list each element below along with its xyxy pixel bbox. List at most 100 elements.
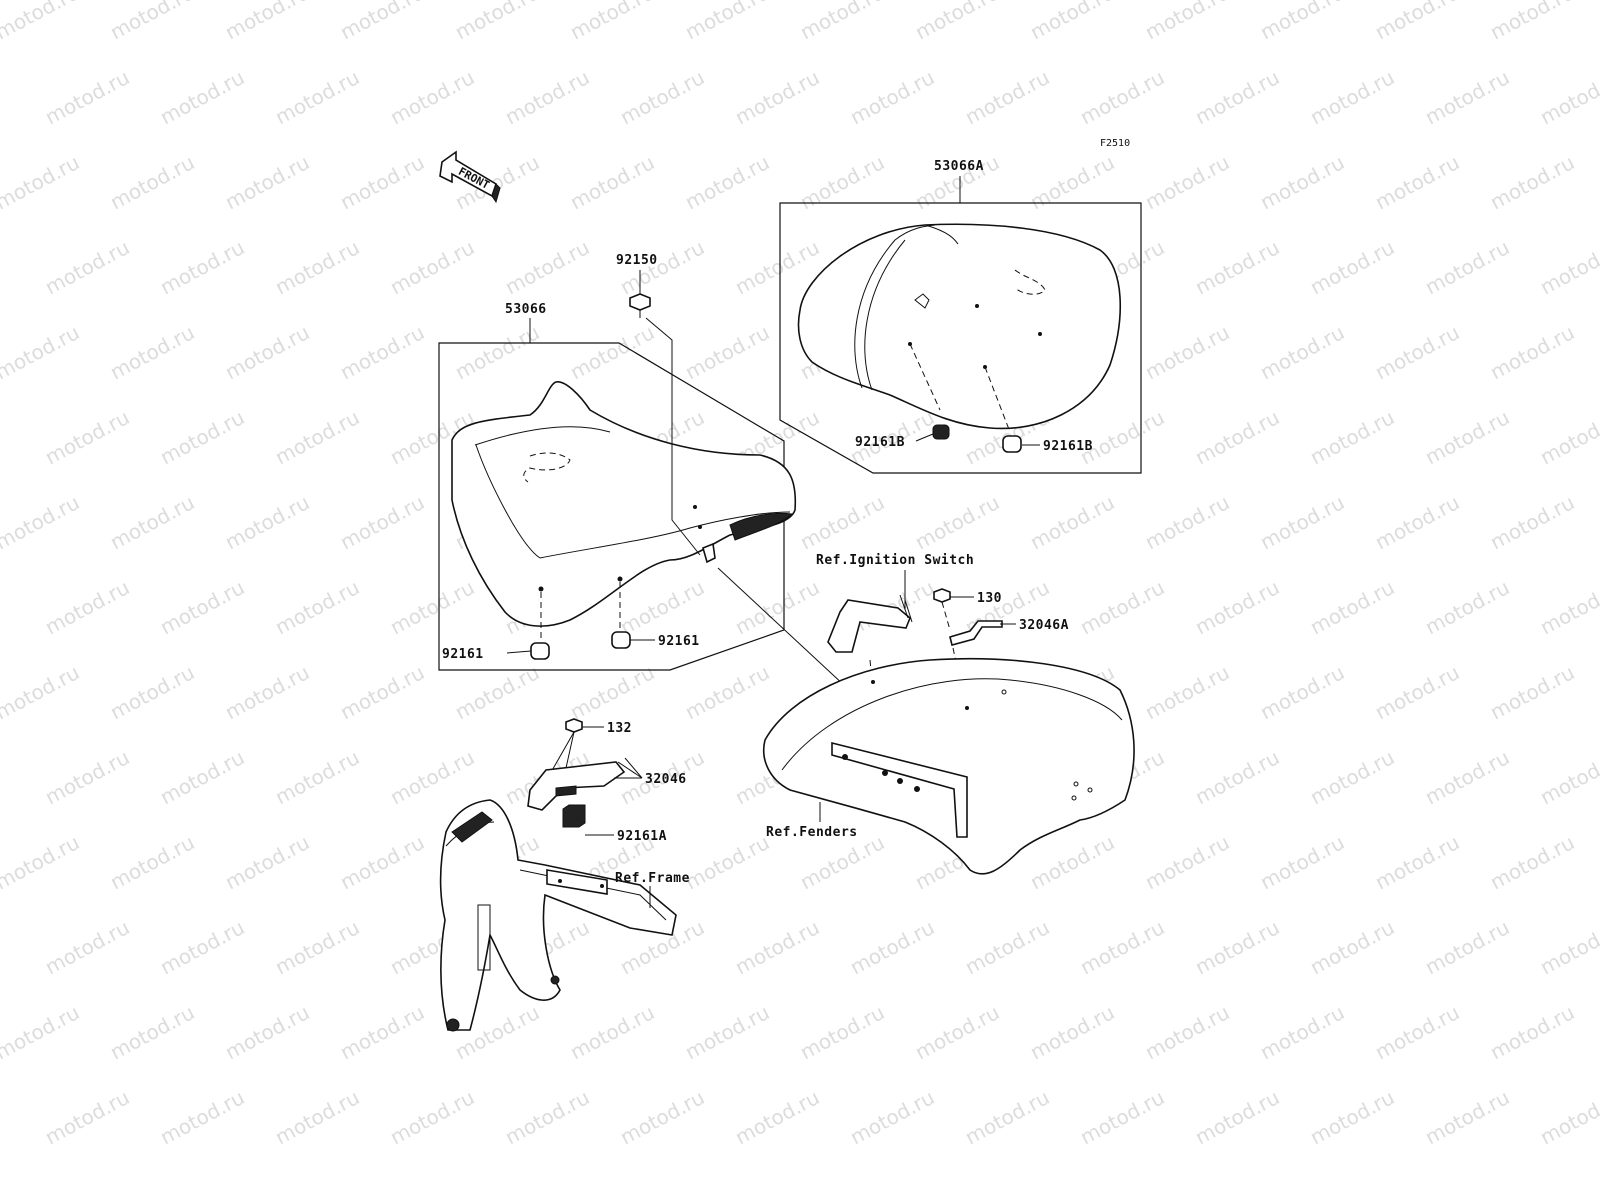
watermark-text: motod.ru [41,575,133,639]
watermark-text: motod.ru [1306,235,1398,299]
watermark-text: motod.ru [911,0,1003,44]
watermark-text: motod.ru [681,1000,773,1064]
watermark-text: motod.ru [106,150,198,214]
diagram-code: F2510 [1100,138,1130,149]
watermark-text: motod.ru [1421,745,1513,809]
watermark-text: motod.ru [156,65,248,129]
watermark-text: motod.ru [1026,150,1118,214]
watermark-text: motod.ru [961,65,1053,129]
watermark-text: motod.ru [156,575,248,639]
watermark-text: motod.ru [336,490,428,554]
watermark-text: motod.ru [271,235,363,299]
watermark-text: motod.ru [1191,65,1283,129]
watermark-text: motod.ru [1141,660,1233,724]
watermark-text: motod.ru [1026,830,1118,894]
watermark-text: motod.ru [1371,830,1463,894]
watermark-text: motod.ru [221,0,313,44]
watermark-text: motod.ru [1306,915,1398,979]
watermark-text: motod.ru [41,235,133,299]
watermark-text: motod.ru [271,65,363,129]
label-92161-left: 92161 [442,647,484,662]
watermark-text: motod.ru [1486,1000,1578,1064]
watermark-text: motod.ru [1486,0,1578,44]
watermark-text: motod.ru [1076,575,1168,639]
watermark-text: motod.ru [1421,65,1513,129]
watermark-text: motod.ru [336,1000,428,1064]
watermark-text: motod.ru [336,150,428,214]
watermark-text: motod.ru [336,0,428,44]
watermark-text: motod.ru [336,660,428,724]
damper-92161-right [611,631,631,649]
watermark-text: motod.ru [156,745,248,809]
watermark-text: motod.ru [106,0,198,44]
watermark-text: motod.ru [501,1085,593,1149]
watermark-text: motod.ru [0,660,83,724]
watermark-text: motod.ru [0,830,83,894]
label-32046: 32046 [645,772,687,787]
ignition-bracket-part [827,599,911,653]
bolt-132 [565,718,583,733]
ignition-switch-bracket-group: Ref.Ignition Switch [816,553,974,709]
frame-part [439,799,677,1031]
watermark-text: motod.ru [1256,320,1348,384]
watermark-text: motod.ru [106,490,198,554]
watermark-text: motod.ru [1371,0,1463,44]
watermark-text: motod.ru [1306,65,1398,129]
watermark-text: motod.ru [1421,1085,1513,1149]
bracket-32046a [949,620,1003,646]
watermark-text: motod.ru [1371,660,1463,724]
watermark-text: motod.ru [0,0,83,44]
watermark-text: motod.ru [1371,490,1463,554]
watermark-text: motod.ru [1191,915,1283,979]
watermark-text: motod.ru [1256,1000,1348,1064]
watermark-text: motod.ru [1486,320,1578,384]
watermark-text: motod.ru [1256,830,1348,894]
watermark-text: motod.ru [1141,490,1233,554]
fender-rib [831,741,968,838]
watermark-text: motod.ru [271,745,363,809]
watermark-text: motod.ru [846,65,938,129]
watermark-text: motod.ru [221,320,313,384]
bolt-92150-group: 92150 [616,253,861,701]
watermark-text: motod.ru [731,915,823,979]
bolt-130 [933,588,951,603]
frame-group: 132 32046 92161A Ref.Frame [439,718,689,1032]
watermark-text: motod.ru [1486,830,1578,894]
watermark-text: motod.ru [271,405,363,469]
watermark-text: motod.ru [1371,150,1463,214]
watermark-text: motod.ru [501,65,593,129]
watermark-text: motod.ru [1026,0,1118,44]
watermark-text: motod.ru [336,320,428,384]
watermark-text: motod.ru [1536,1085,1600,1149]
damper-92161b-right [1002,435,1022,453]
watermark-text: motod.ru [1306,405,1398,469]
label-53066a: 53066A [934,159,984,174]
watermark-text: motod.ru [41,405,133,469]
label-92161b-right: 92161B [1043,439,1093,454]
watermark-text: motod.ru [221,150,313,214]
label-32046a: 32046A [1019,618,1069,633]
watermark-text: motod.ru [796,490,888,554]
watermark-text: motod.ru [1486,490,1578,554]
watermark-text: motod.ru [271,575,363,639]
watermark-text: motod.ru [566,1000,658,1064]
watermark-text: motod.ru [0,320,83,384]
watermark-text: motod.ru [1076,1085,1168,1149]
watermark-text: motod.ru [386,745,478,809]
watermark-text: motod.ru [386,235,478,299]
rear-seat-frame [779,202,1142,474]
watermark-text: motod.ru [1306,575,1398,639]
watermark-text: motod.ru [41,1085,133,1149]
watermark-text: motod.ru [731,65,823,129]
watermark-text: motod.ru [221,490,313,554]
watermark-text: motod.ru [566,0,658,44]
watermark-text: motod.ru [1141,0,1233,44]
watermark-text: motod.ru [911,490,1003,554]
watermark-text: motod.ru [1191,235,1283,299]
watermark-text: motod.ru [796,150,888,214]
watermark-text: motod.ru [386,1085,478,1149]
watermark-text: motod.ru [846,915,938,979]
watermark-text: motod.ru [1141,1000,1233,1064]
damper-92161b-left [932,424,950,440]
